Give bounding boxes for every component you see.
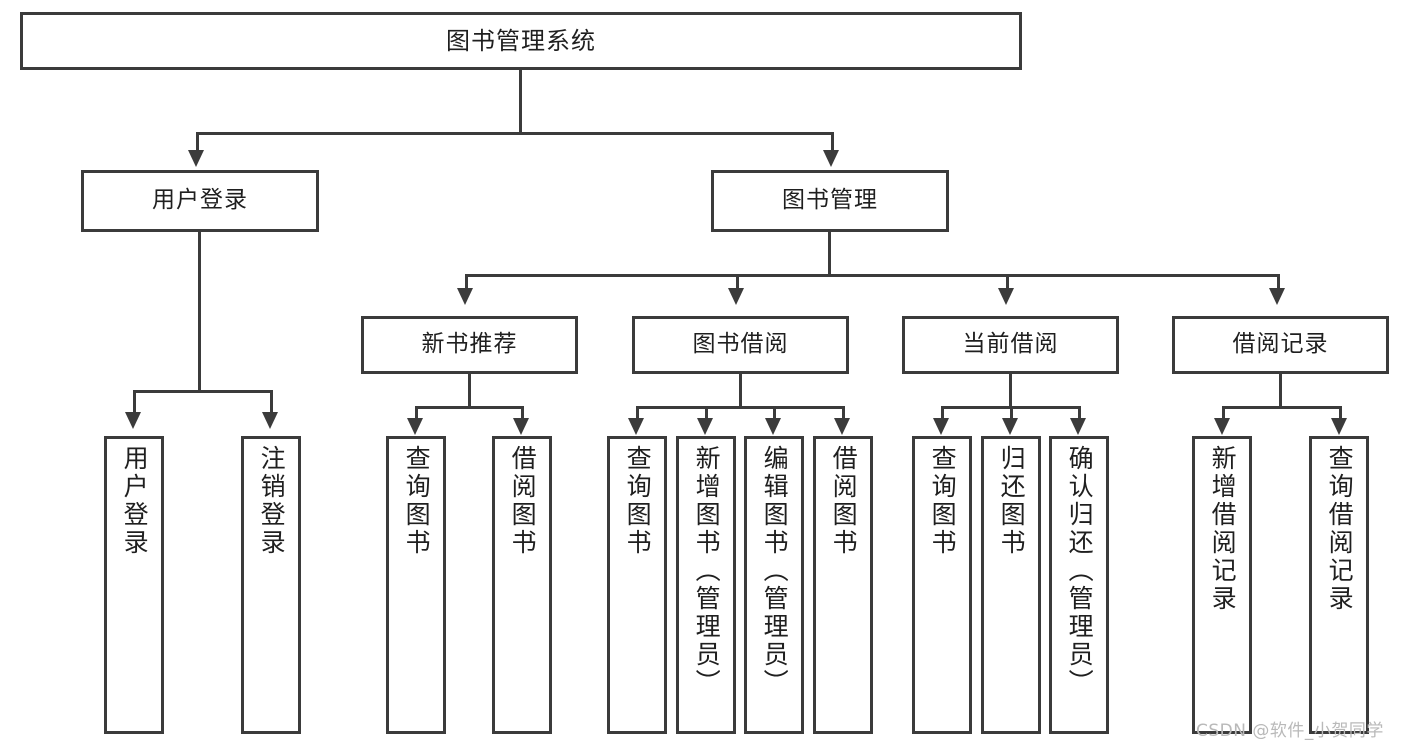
leaf-user-login[interactable]: 用户登录 [104,436,164,734]
connector-currentborrow-drop-2 [1010,406,1013,419]
connector-bookborrow-bus [636,406,843,409]
arrow-to-bookborrow-leaf-1 [628,418,644,435]
leaf-currentborrow-query-book[interactable]: 查询图书 [912,436,972,734]
leaf-newbook-borrow-book[interactable]: 借阅图书 [492,436,552,734]
connector-borrowrecord-bus [1222,406,1339,409]
arrow-to-user-login [188,150,204,167]
connector-borrowrecord-drop-1 [1222,406,1225,419]
node-book-management[interactable]: 图书管理 [711,170,949,232]
connector-currentborrow-drop-1 [941,406,944,419]
node-label: 查询借阅记录 [1325,445,1355,613]
connector-bookmgmt-drop-1 [465,274,468,289]
node-current-borrow[interactable]: 当前借阅 [902,316,1119,374]
node-label: 用户登录 [120,445,150,557]
connector-userlogin-bus [133,390,270,393]
leaf-bookborrow-borrow-book[interactable]: 借阅图书 [813,436,873,734]
node-user-login[interactable]: 用户登录 [81,170,319,232]
node-label: 图书管理 [782,187,878,214]
connector-bookmgmt-bus [465,274,1277,277]
connector-currentborrow-drop-3 [1078,406,1081,419]
node-label: 图书借阅 [692,331,789,358]
leaf-bookborrow-edit-book[interactable]: 编辑图书（管理员） [744,436,804,734]
arrow-to-currentborrow-leaf-1 [933,418,949,435]
connector-userlogin-drop-2 [270,390,273,412]
connector-bookborrow-drop-3 [773,406,776,419]
arrow-to-bookborrow-leaf-2 [697,418,713,435]
connector-root-drop-2 [831,132,834,154]
connector-newbook-drop-1 [415,406,418,419]
connector-bookborrow-drop-1 [636,406,639,419]
arrow-to-bookborrow-leaf-4 [834,418,850,435]
node-label: 借阅图书 [829,445,859,557]
connector-bookborrow-drop-4 [842,406,845,419]
connector-root-stem [519,70,522,132]
leaf-currentborrow-return-book[interactable]: 归还图书 [981,436,1041,734]
connector-currentborrow-stem [1009,374,1012,406]
arrow-to-borrowrecord-leaf-1 [1214,418,1230,435]
node-label: 查询图书 [402,445,432,557]
leaf-borrowrecord-add-record[interactable]: 新增借阅记录 [1192,436,1252,734]
connector-bookmgmt-stem [828,232,831,274]
arrow-to-book-borrow [728,288,744,305]
connector-newbook-drop-2 [521,406,524,419]
connector-bookmgmt-drop-3 [1006,274,1009,289]
node-root-library-management-system[interactable]: 图书管理系统 [20,12,1022,70]
connector-bookmgmt-drop-4 [1277,274,1280,289]
connector-bookborrow-stem [739,374,742,406]
arrow-to-currentborrow-leaf-3 [1070,418,1086,435]
node-borrow-record[interactable]: 借阅记录 [1172,316,1389,374]
arrow-to-book-management [823,150,839,167]
connector-newbook-bus [415,406,522,409]
node-label: 查询图书 [928,445,958,557]
connector-userlogin-drop-1 [133,390,136,412]
connector-bookmgmt-drop-2 [736,274,739,289]
node-label: 当前借阅 [962,331,1059,358]
arrow-to-current-borrow [998,288,1014,305]
node-label: 图书管理系统 [446,26,596,55]
leaf-bookborrow-add-book[interactable]: 新增图书（管理员） [676,436,736,734]
leaf-logout[interactable]: 注销登录 [241,436,301,734]
leaf-currentborrow-confirm-return[interactable]: 确认归还（管理员） [1049,436,1109,734]
leaf-newbook-query-book[interactable]: 查询图书 [386,436,446,734]
node-label: 新增图书（管理员） [692,445,722,697]
arrow-to-bookborrow-leaf-3 [765,418,781,435]
node-new-book-recommend[interactable]: 新书推荐 [361,316,578,374]
connector-newbook-stem [468,374,471,406]
arrow-to-newbook-leaf-1 [407,418,423,435]
leaf-borrowrecord-query-record[interactable]: 查询借阅记录 [1309,436,1369,734]
node-label: 注销登录 [257,445,287,557]
arrow-to-logout-leaf [262,412,278,429]
arrow-to-currentborrow-leaf-2 [1002,418,1018,435]
node-label: 借阅图书 [508,445,538,557]
csdn-watermark: CSDN @软件_小贺同学 [1196,721,1384,741]
arrow-to-user-login-leaf [125,412,141,429]
arrow-to-borrow-record [1269,288,1285,305]
node-label: 新增借阅记录 [1208,445,1238,613]
connector-bookborrow-drop-2 [705,406,708,419]
leaf-bookborrow-query-book[interactable]: 查询图书 [607,436,667,734]
node-label: 编辑图书（管理员） [760,445,790,697]
arrow-to-new-book-recommend [457,288,473,305]
connector-root-drop-1 [196,132,199,154]
connector-borrowrecord-stem [1279,374,1282,406]
connector-userlogin-stem [198,232,201,390]
connector-root-bus [196,132,833,135]
arrow-to-borrowrecord-leaf-2 [1331,418,1347,435]
node-label: 借阅记录 [1232,331,1329,358]
node-label: 确认归还（管理员） [1065,445,1095,697]
connector-borrowrecord-drop-2 [1339,406,1342,419]
node-label: 用户登录 [152,187,248,214]
node-label: 新书推荐 [421,331,518,358]
node-label: 查询图书 [623,445,653,557]
node-label: 归还图书 [997,445,1027,557]
arrow-to-newbook-leaf-2 [513,418,529,435]
connector-currentborrow-bus [941,406,1078,409]
node-book-borrow[interactable]: 图书借阅 [632,316,849,374]
